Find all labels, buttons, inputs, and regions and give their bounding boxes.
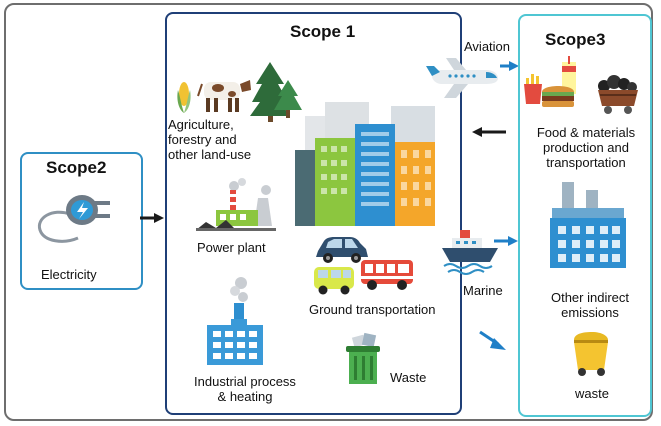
arrow-aviation-to-scope3 xyxy=(500,61,519,71)
power-plant-icon xyxy=(196,178,276,231)
food-materials-label: Food & materials production and transpor… xyxy=(536,125,636,170)
waste-label-scope3: waste xyxy=(575,386,609,401)
agriculture-label: Agriculture, forestry and other land-use xyxy=(168,117,252,162)
ship-icon xyxy=(442,230,498,275)
fast-food-icon xyxy=(524,56,576,107)
waste-label-scope1: Waste xyxy=(390,370,427,385)
van-icon xyxy=(314,267,354,295)
industrial-process-label: Industrial process & heating xyxy=(194,374,296,404)
scope2-title: Scope2 xyxy=(46,158,107,177)
bus-icon xyxy=(361,260,413,290)
airplane-icon xyxy=(426,58,498,98)
cow-icon xyxy=(197,80,251,112)
coal-cart-icon xyxy=(598,75,638,114)
electricity-label: Electricity xyxy=(41,267,97,282)
car-icon xyxy=(316,237,368,263)
trash-bin-icon xyxy=(346,332,380,384)
arrow-scope3-to-scope1 xyxy=(472,127,506,137)
scope3-title: Scope3 xyxy=(545,30,606,49)
ground-transportation-label: Ground transportation xyxy=(309,302,436,317)
corn-icon xyxy=(177,82,191,113)
industrial-building-icon xyxy=(550,182,626,268)
factory-icon xyxy=(207,277,263,365)
waste-bin-icon xyxy=(574,332,608,376)
marine-label: Marine xyxy=(463,283,503,298)
other-indirect-label: Other indirect emissions xyxy=(550,290,630,320)
pine-tree-icon xyxy=(250,62,302,122)
scope1-title: Scope 1 xyxy=(290,22,356,41)
plug-icon xyxy=(37,195,110,243)
city-buildings-icon xyxy=(295,102,435,226)
arrow-to-scope3-waste xyxy=(479,330,506,350)
outer-frame xyxy=(4,3,653,421)
power-plant-label: Power plant xyxy=(197,240,266,255)
arrow-scope2-to-scope1 xyxy=(140,213,164,223)
arrow-marine-to-scope3 xyxy=(494,236,518,246)
aviation-label: Aviation xyxy=(464,39,511,54)
